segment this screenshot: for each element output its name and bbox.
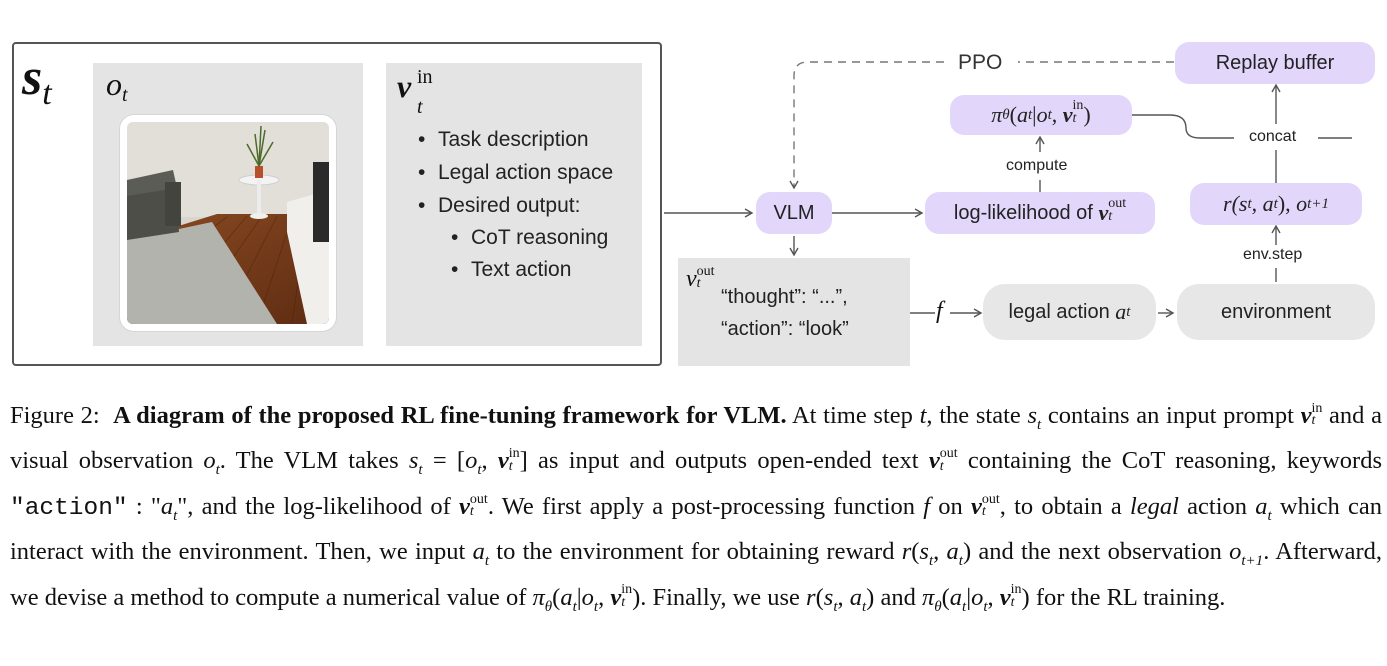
caption-keyword: "action": [10, 494, 128, 522]
prompt-subitem: Text action: [451, 258, 571, 282]
ppo-to-vlm-dashed: [789, 61, 944, 190]
caption-title: A diagram of the proposed RL fine-tuning…: [113, 402, 787, 429]
diagram-connectors: [664, 61, 1352, 318]
observation-label: ot: [106, 66, 128, 106]
compute-label: compute: [1006, 157, 1068, 174]
f-label: f: [936, 298, 943, 324]
state-label: st: [22, 49, 52, 112]
prompt-item: Desired output:: [418, 194, 580, 218]
policy-to-concat-line: [1132, 114, 1234, 139]
output-panel: [678, 258, 910, 366]
ppo-label: PPO: [958, 51, 1003, 74]
vlm-node: VLM: [756, 192, 832, 234]
envstep-label: env.step: [1243, 246, 1303, 263]
prompt-subitem: CoT reasoning: [451, 226, 608, 250]
room-observation-image: [127, 122, 329, 324]
concat-label: concat: [1249, 128, 1297, 145]
prompt-item: Task description: [418, 128, 589, 152]
prompt-item: Legal action space: [418, 161, 613, 185]
replay-buffer-node: Replay buffer: [1175, 42, 1375, 84]
figure-caption: Figure 2: A diagram of the proposed RL f…: [10, 400, 1383, 615]
figure-number: Figure 2:: [10, 402, 100, 429]
environment-node: environment: [1177, 284, 1375, 340]
output-thought-line: “thought”: “...”,: [721, 286, 848, 308]
output-action-line: “action”: “look”: [721, 318, 849, 340]
